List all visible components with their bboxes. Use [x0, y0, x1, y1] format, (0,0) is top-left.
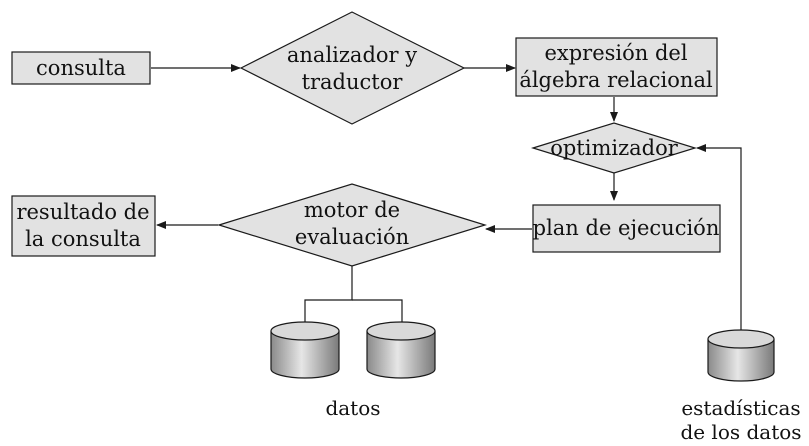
datos-cylinder-left: [270, 321, 340, 379]
motor-label-line2: evaluación: [295, 225, 409, 249]
resultado-label-line1: resultado de: [16, 200, 149, 224]
datos-cylinder-right: [366, 321, 436, 379]
consulta-label: consulta: [36, 56, 126, 80]
analizador-diamond: analizador y traductor: [239, 11, 466, 125]
datos-label: datos: [325, 396, 380, 420]
motor-diamond: motor de evaluación: [216, 183, 488, 267]
estadisticas-label-line2: de los datos: [680, 420, 801, 444]
estadisticas-label-line1: estadísticas: [681, 396, 800, 420]
connectors: [151, 64, 742, 330]
optimizador-label: optimizador: [550, 136, 679, 160]
optimizador-diamond: optimizador: [530, 122, 698, 174]
analizador-label-line1: analizador y: [287, 43, 417, 67]
analizador-label-line2: traductor: [302, 70, 404, 94]
line-motor-to-datos-left: [304, 266, 353, 322]
line-motor-to-datos-right: [352, 299, 403, 322]
arrow-estadisticas-to-optimizador: [696, 144, 742, 330]
expresion-label-line2: álgebra relacional: [519, 68, 713, 92]
expresion-box: expresión del álgebra relacional: [515, 37, 718, 97]
consulta-box: consulta: [11, 51, 151, 85]
expresion-label-line1: expresión del: [544, 41, 687, 65]
motor-label-line1: motor de: [304, 198, 400, 222]
estadisticas-cylinder: [707, 329, 775, 382]
plan-label: plan de ejecución: [533, 216, 720, 240]
plan-box: plan de ejecución: [532, 204, 721, 253]
resultado-label-line2: la consulta: [25, 227, 141, 251]
resultado-box: resultado de la consulta: [11, 195, 156, 257]
